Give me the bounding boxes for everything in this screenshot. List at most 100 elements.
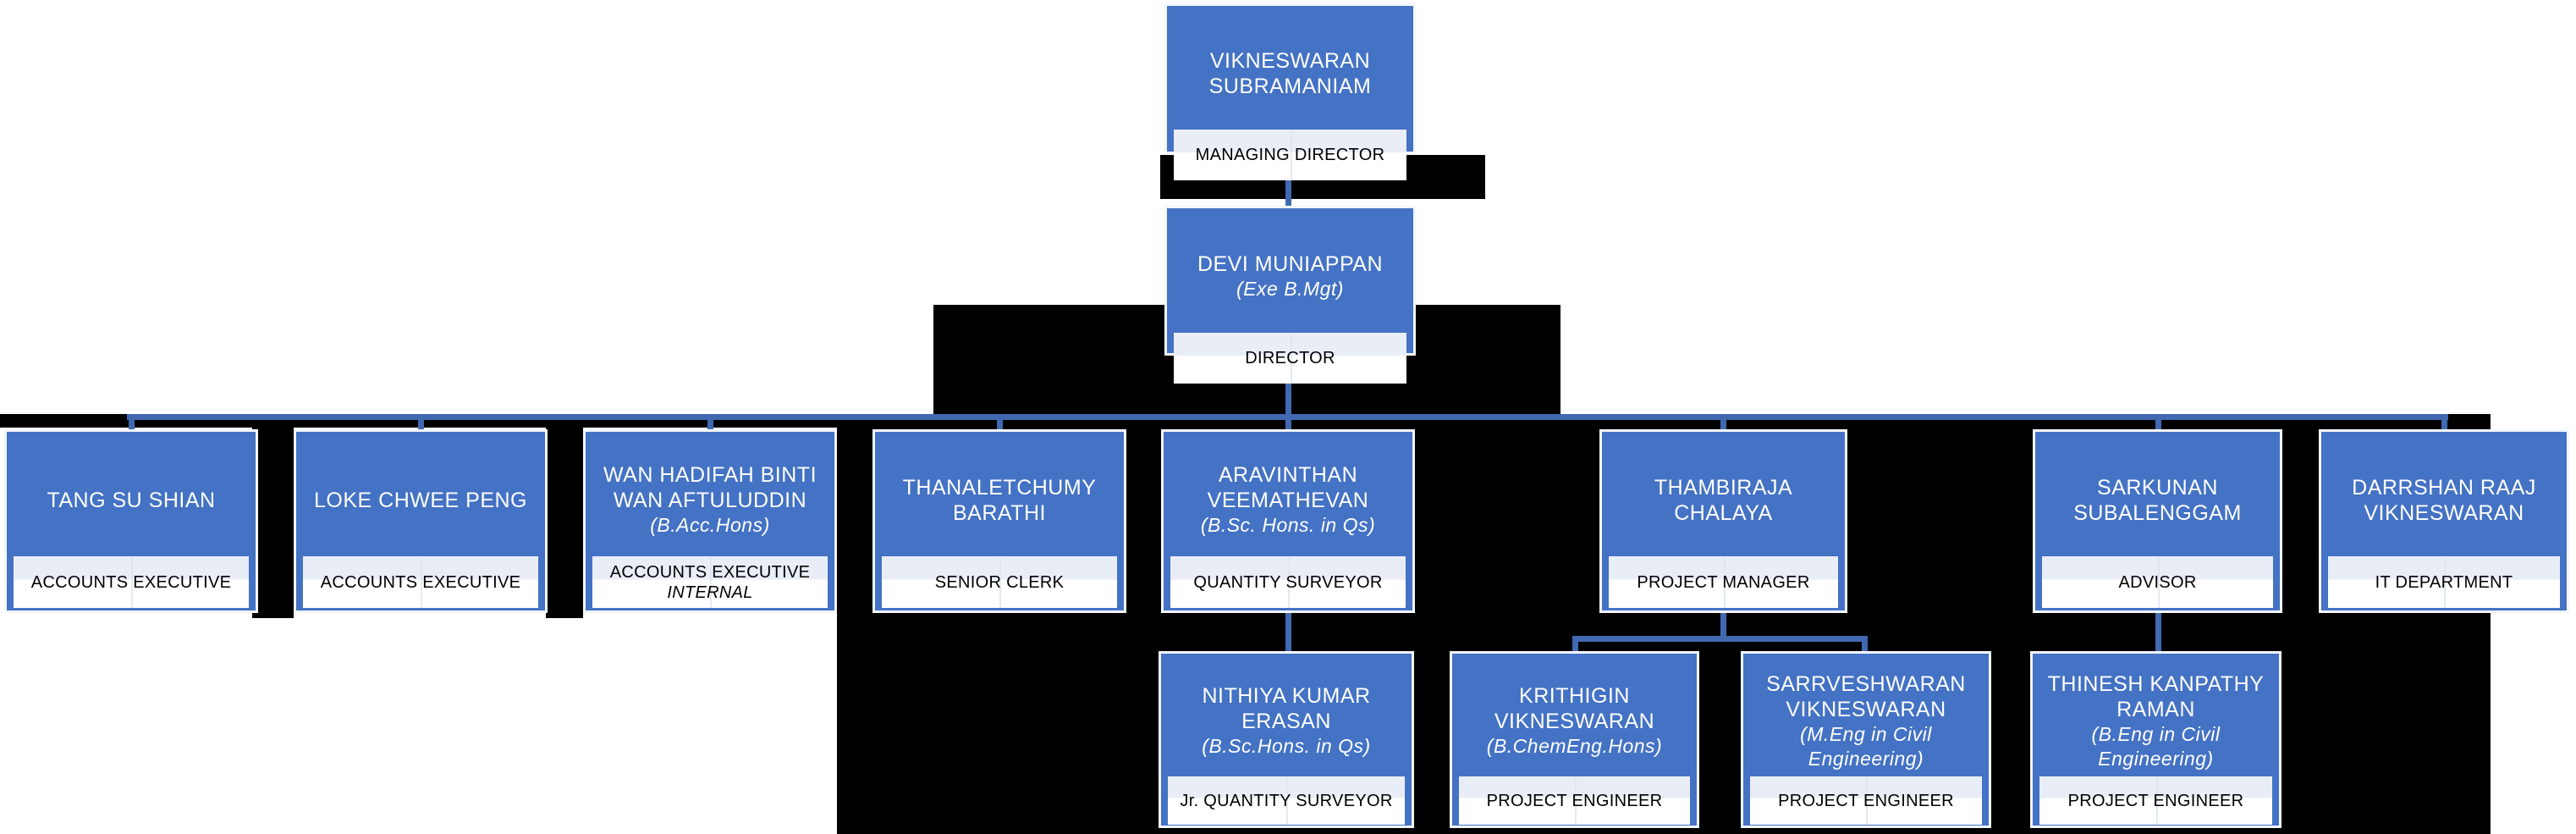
person-name: NITHIYA KUMAR ERASAN(B.Sc.Hons. in Qs) [1161,654,1412,776]
role-title-text: MANAGING DIRECTOR [1195,146,1385,164]
person-name-text: THAMBIRAJA CHALAYA [1654,475,1793,525]
label-center-seam [1723,556,1726,608]
label-center-seam [2155,776,2158,825]
role-label: DIRECTOR [1174,333,1406,384]
label-center-seam [2444,556,2446,608]
role-label: ACCOUNTS EXECUTIVE [303,556,538,608]
person-degree-text: (B.Sc.Hons. in Qs) [1202,735,1371,757]
role-title-text: QUANTITY SURVEYOR [1193,572,1383,592]
role-title-text: PROJECT ENGINEER [2067,791,2244,810]
role-title-text: PROJECT ENGINEER [1778,791,1954,810]
person-name: THAMBIRAJA CHALAYA [1602,432,1845,556]
connector-line [2441,420,2447,431]
role-label: MANAGING DIRECTOR [1174,130,1406,180]
person-name: SARRVESHWARAN VIKNESWARAN(M.Eng in Civil… [1743,654,1989,776]
role-label: IT DEPARTMENT [2328,556,2560,608]
role-title-text: SENIOR CLERK [934,572,1065,592]
person-name-text: THANALETCHUMY BARATHI [902,475,1097,525]
role-title2-text: INTERNAL [667,583,753,602]
person-name-text: ARAVINTHAN VEEMATHEVAN [1207,463,1369,512]
label-center-seam [2157,556,2160,608]
connector-line [129,420,135,431]
role-label: Jr. QUANTITY SURVEYOR [1168,776,1405,825]
label-center-seam [1290,130,1292,180]
connector-line [2155,613,2161,652]
org-node-thana: THANALETCHUMY BARATHI SENIOR CLERK [872,429,1126,613]
person-name: VIKNESWARAN SUBRAMANIAM [1167,6,1413,130]
role-label: ACCOUNTS EXECUTIVE [14,556,249,608]
label-center-seam [1290,333,1292,384]
label-center-seam [1288,556,1290,608]
org-node-tang: TANG SU SHIAN ACCOUNTS EXECUTIVE [4,429,258,613]
person-name-text: TANG SU SHIAN [47,488,216,512]
connector-line [1720,613,1726,637]
role-label: PROJECT MANAGER [1609,556,1838,608]
person-degree-text: (B.Sc. Hons. in Qs) [1200,514,1376,536]
person-name: ARAVINTHAN VEEMATHEVAN(B.Sc. Hons. in Qs… [1164,432,1412,556]
person-name: DARRSHAN RAAJ VIKNESWARAN [2321,432,2567,556]
person-name: SARKUNAN SUBALENGGAM [2035,432,2280,556]
person-name: THANALETCHUMY BARATHI [875,432,1124,556]
org-node-darrshan: DARRSHAN RAAJ VIKNESWARAN IT DEPARTMENT [2319,429,2569,613]
person-name-text: VIKNESWARAN SUBRAMANIAM [1208,49,1372,98]
person-name: DEVI MUNIAPPAN(Exe B.Mgt) [1167,208,1413,333]
role-title-text: DIRECTOR [1245,349,1335,367]
person-degree-text: (B.Eng in Civil Engineering) [2091,722,2221,770]
connector-line [1862,642,1868,652]
connector-line [1572,636,1868,642]
role-label: SENIOR CLERK [882,556,1117,608]
role-title-text: ACCOUNTS EXECUTIVE [320,572,521,592]
connector-line [127,414,2448,420]
connector-line [1285,384,1291,416]
connector-line [1285,180,1291,207]
role-title-text: PROJECT MANAGER [1637,572,1810,592]
role-label: QUANTITY SURVEYOR [1170,556,1406,608]
role-title-text: IT DEPARTMENT [2375,572,2513,592]
connector-line [707,420,713,431]
org-node-sarrveshwaran: SARRVESHWARAN VIKNESWARAN(M.Eng in Civil… [1741,651,1991,828]
org-node-wan: WAN HADIFAH BINTI WAN AFTULUDDIN(B.Acc.H… [583,429,837,613]
label-center-seam [999,556,1001,608]
org-node-director: DEVI MUNIAPPAN(Exe B.Mgt) DIRECTOR [1164,206,1416,384]
org-node-aravinthan: ARAVINTHAN VEEMATHEVAN(B.Sc. Hons. in Qs… [1161,429,1415,613]
person-degree-text: (B.ChemEng.Hons) [1486,735,1663,757]
label-center-seam [710,556,712,608]
role-title-text: ACCOUNTS EXECUTIVE [30,572,232,592]
role-label: PROJECT ENGINEER [1750,776,1982,825]
person-name-text: KRITHIGIN VIKNESWARAN [1494,684,1655,733]
label-center-seam [1286,776,1288,825]
person-name-text: DARRSHAN RAAJ VIKNESWARAN [2352,475,2536,525]
person-name: KRITHIGIN VIKNESWARAN(B.ChemEng.Hons) [1452,654,1697,776]
role-label: ADVISOR [2042,556,2273,608]
connector-line [997,420,1003,431]
role-label: PROJECT ENGINEER [2039,776,2272,825]
connector-line [1285,613,1291,652]
org-node-thambiraja: THAMBIRAJA CHALAYA PROJECT MANAGER [1599,429,1847,613]
backdrop-black-rect [546,426,583,618]
label-center-seam [1866,776,1868,825]
org-node-nithiya: NITHIYA KUMAR ERASAN(B.Sc.Hons. in Qs)Jr… [1159,651,1414,828]
person-degree-text: (M.Eng in Civil Engineering) [1800,722,1932,770]
person-name: WAN HADIFAH BINTI WAN AFTULUDDIN(B.Acc.H… [586,432,834,556]
org-node-krithigin: KRITHIGIN VIKNESWARAN(B.ChemEng.Hons)PRO… [1450,651,1699,828]
person-degree-text: (B.Acc.Hons) [650,514,770,536]
person-name-text: SARKUNAN SUBALENGGAM [2073,475,2242,525]
org-node-thinesh: THINESH KANPATHY RAMAN(B.Eng in Civil En… [2030,651,2282,828]
org-node-sarkunan: SARKUNAN SUBALENGGAM ADVISOR [2033,429,2282,613]
role-title-text: ACCOUNTS EXECUTIVE [609,562,811,582]
connector-line [1285,420,1291,431]
person-name-text: NITHIYA KUMAR ERASAN [1202,684,1371,733]
person-name: THINESH KANPATHY RAMAN(B.Eng in Civil En… [2033,654,2279,776]
person-degree-text: (Exe B.Mgt) [1236,278,1344,300]
backdrop-black-rect [252,426,294,618]
label-center-seam [421,556,422,608]
person-name-text: THINESH KANPATHY RAMAN [2047,671,2265,721]
person-name: LOKE CHWEE PENG [296,432,545,556]
person-name: TANG SU SHIAN [7,432,256,556]
person-name-text: SARRVESHWARAN VIKNESWARAN [1766,671,1966,721]
connector-line [1572,642,1578,652]
role-title-text: ADVISOR [2118,572,2197,592]
label-center-seam [1574,776,1577,825]
